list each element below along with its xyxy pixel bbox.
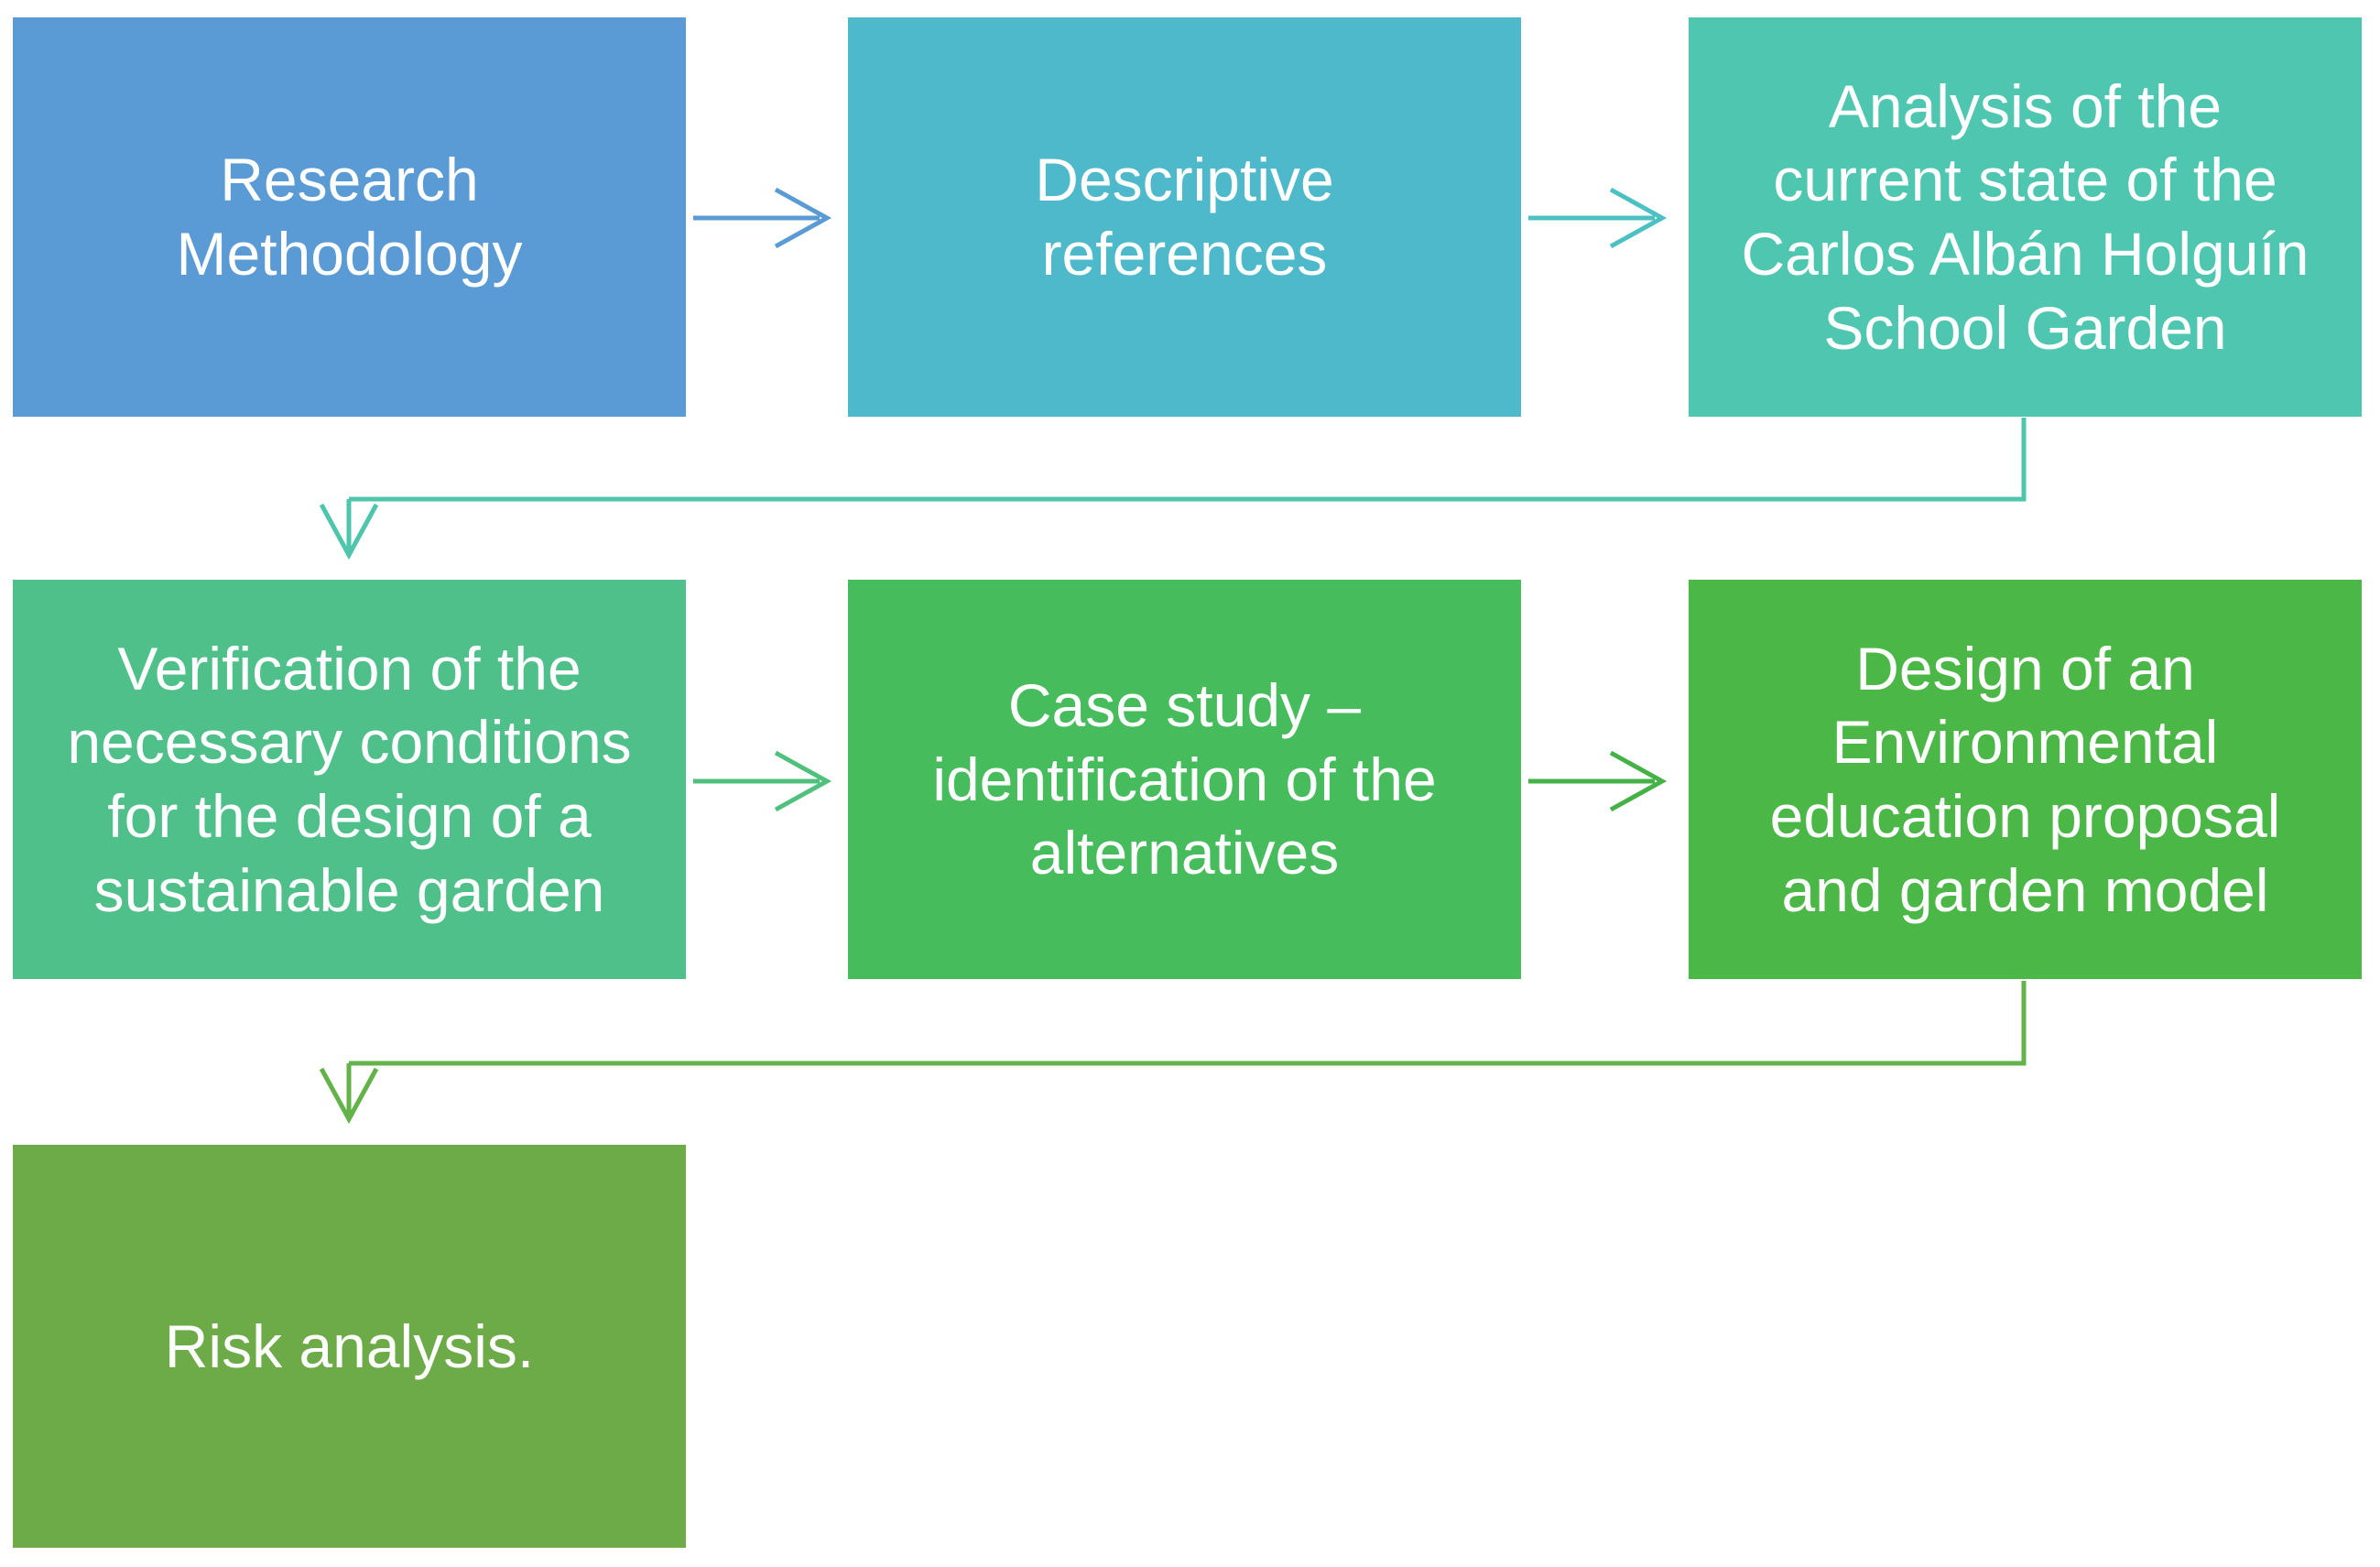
arrow-casestudy-to-design (1528, 750, 1668, 812)
box-label-descriptive-references: Descriptive references (1035, 146, 1334, 288)
arrowhead-down-icon (319, 503, 379, 560)
elbow-connector-design-to-risk (319, 981, 2027, 1125)
box-label-design-proposal: Design of an Environmental education pro… (1769, 634, 2281, 924)
box-label-risk-analysis: Risk analysis. (164, 1311, 535, 1380)
box-risk-analysis: Risk analysis. (13, 1145, 686, 1548)
box-descriptive-references: Descriptive references (848, 17, 1521, 417)
box-label-analysis-current-state: Analysis of the current state of the Car… (1741, 71, 2309, 362)
box-research-methodology: Research Methodology (13, 17, 686, 417)
box-label-research-methodology: Research Methodology (176, 146, 523, 288)
arrowhead-right-icon (1609, 750, 1668, 812)
elbow-connector-analysis-to-verification (319, 418, 2027, 560)
arrowhead-right-icon (774, 187, 832, 249)
arrow-descriptive-to-analysis (1528, 187, 1668, 249)
box-analysis-current-state: Analysis of the current state of the Car… (1689, 17, 2362, 417)
arrowhead-right-icon (774, 750, 832, 812)
box-design-proposal: Design of an Environmental education pro… (1689, 580, 2362, 979)
box-verification-conditions: Verification of the necessary conditions… (13, 580, 686, 979)
box-case-study: Case study – identification of the alter… (848, 580, 1521, 979)
box-label-verification-conditions: Verification of the necessary conditions… (67, 634, 632, 924)
arrowhead-down-icon (319, 1067, 379, 1125)
arrowhead-right-icon (1609, 187, 1668, 249)
arrow-verification-to-casestudy (693, 750, 832, 812)
arrow-research-to-descriptive (693, 187, 832, 249)
box-label-case-study: Case study – identification of the alter… (932, 671, 1437, 887)
